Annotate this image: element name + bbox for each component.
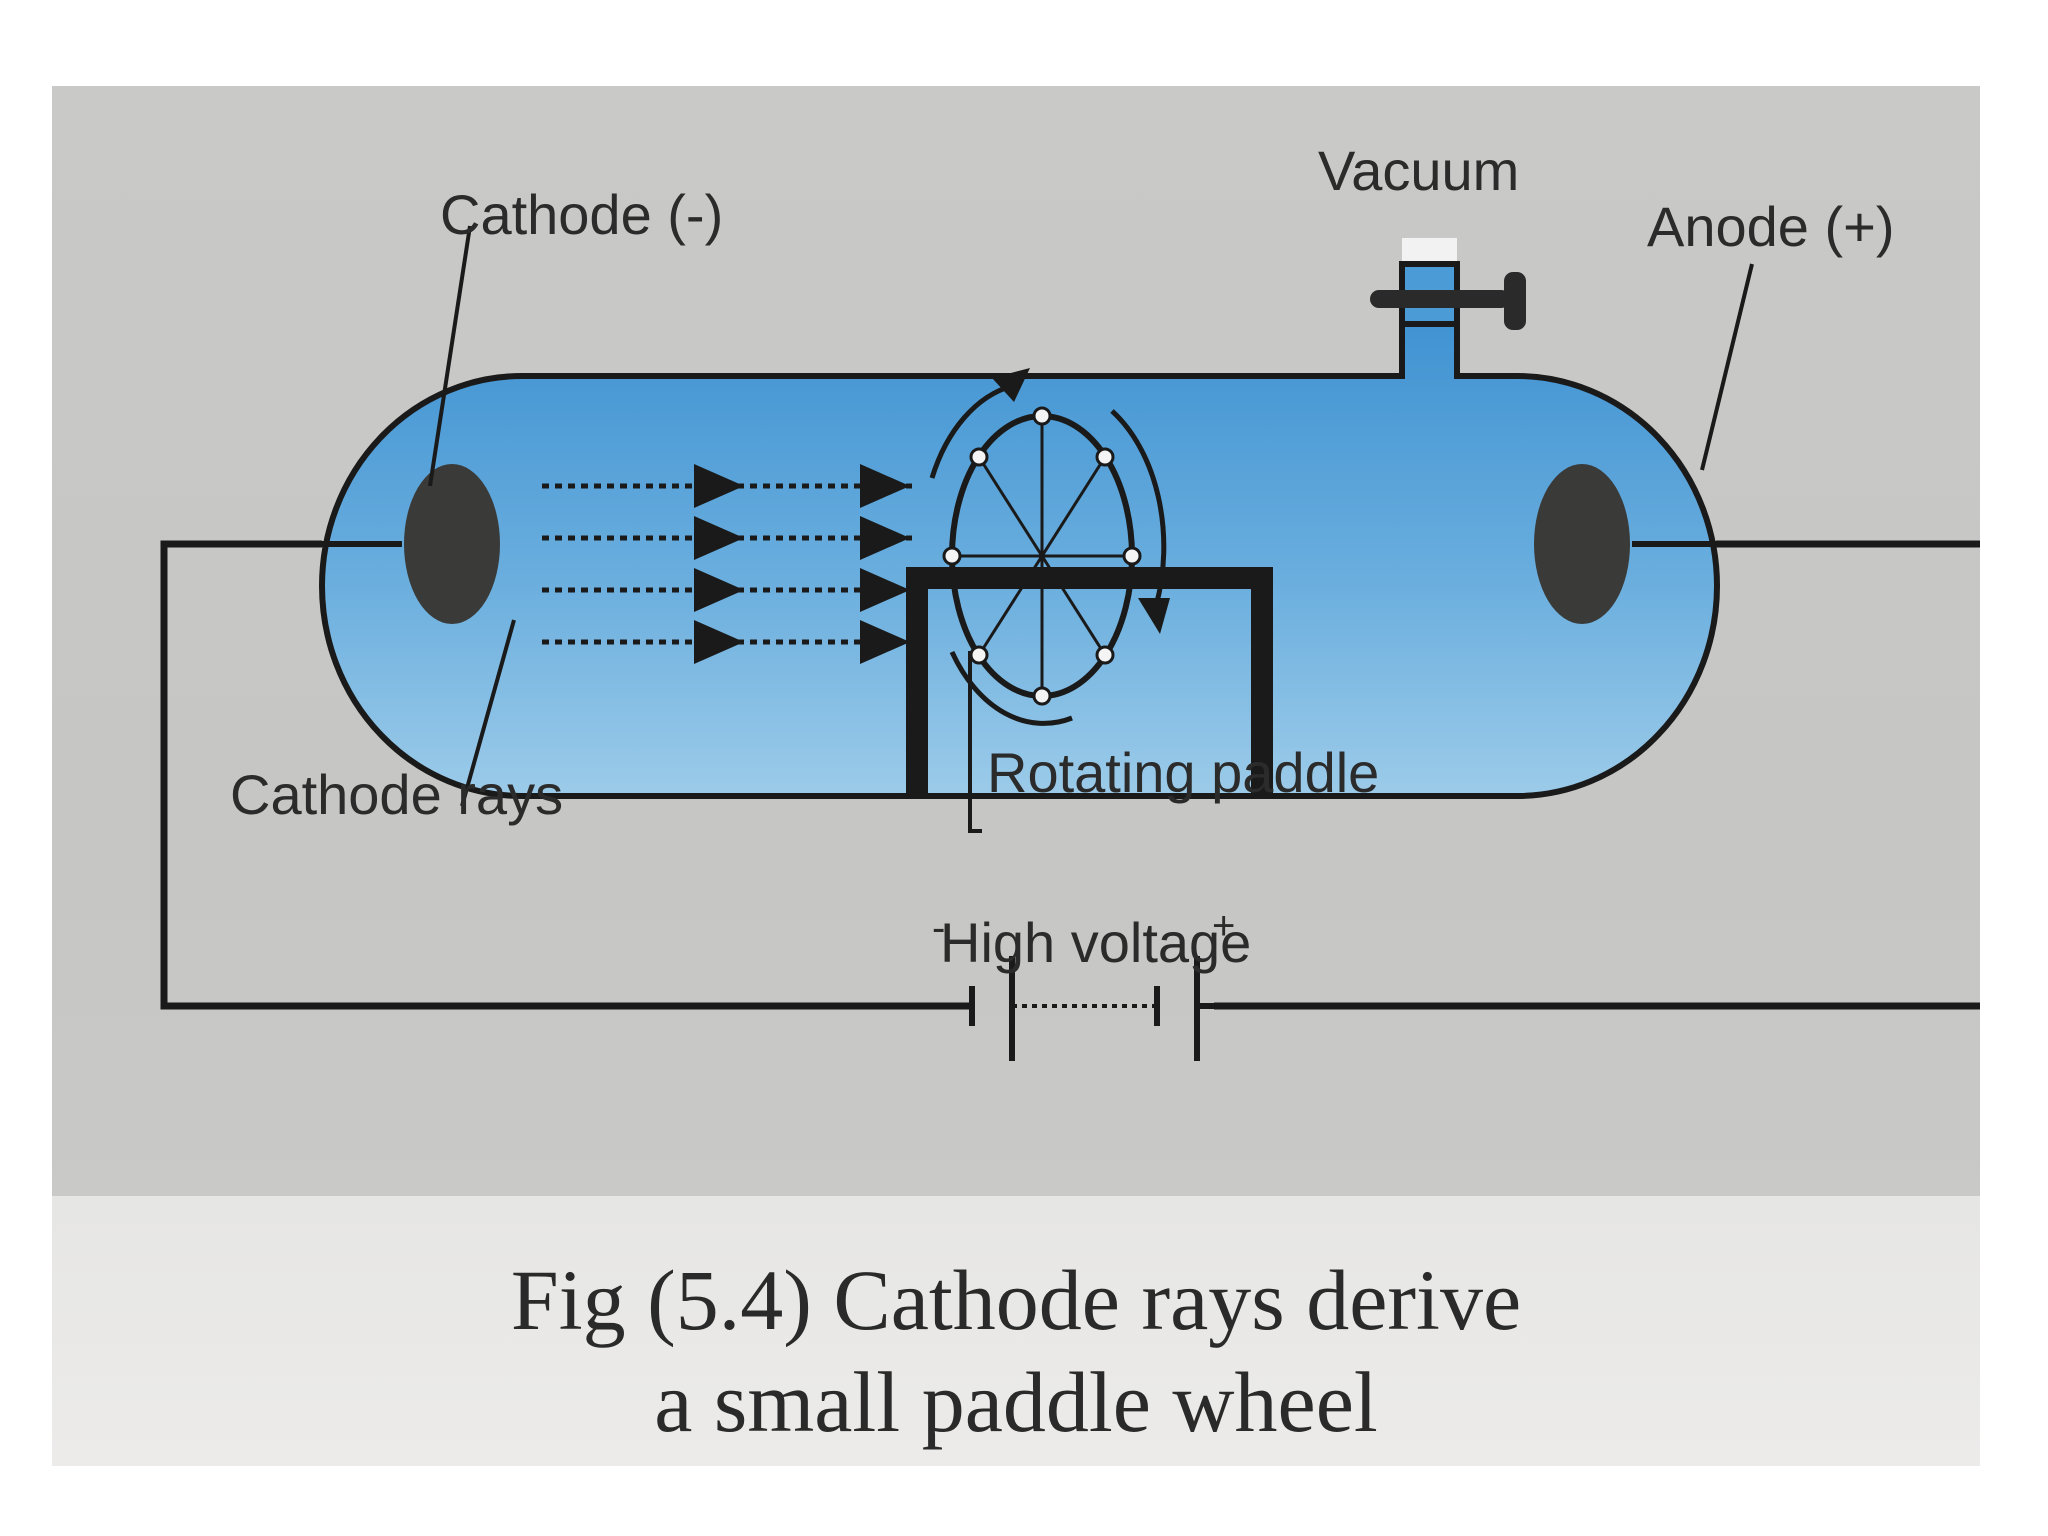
- high-voltage-label: High voltage: [940, 911, 1252, 974]
- figure-photo: Cathode (-) Vacuum Anode (+) Cathode ray…: [52, 86, 1980, 1466]
- figure-caption-line-2: a small paddle wheel: [654, 1354, 1378, 1450]
- wire-left: [160, 540, 972, 1010]
- rotating-paddle-leader: [968, 651, 982, 833]
- anode-leader: [1700, 263, 1754, 471]
- caption-band: [52, 1196, 1980, 1466]
- cathode-leader: [428, 225, 472, 487]
- leader-lines: [428, 225, 1754, 807]
- anode-label: Anode (+): [1647, 195, 1895, 258]
- anode-electrode: [1534, 464, 1718, 624]
- rotating-paddle-label: Rotating paddle: [987, 741, 1380, 804]
- battery-plus-label: +: [1212, 904, 1236, 948]
- cathode-electrode: [320, 464, 500, 624]
- paddle-wheel: [929, 368, 1170, 726]
- vacuum-label: Vacuum: [1318, 139, 1520, 202]
- battery-minus-label: -: [932, 906, 946, 950]
- figure-caption-line-1: Fig (5.4) Cathode rays derive: [510, 1252, 1522, 1348]
- cathode-rays-leader: [460, 619, 516, 807]
- battery: [969, 956, 1214, 1061]
- ray-arrowheads: [694, 464, 910, 664]
- cathode-label: Cathode (-): [440, 183, 724, 246]
- paddle-rail: [906, 567, 1273, 796]
- circuit-wires: [160, 540, 1980, 1010]
- cathode-ray-tube-diagram: [160, 225, 1980, 1061]
- cathode-rays-label: Cathode rays: [230, 763, 564, 826]
- vacuum-valve: [1370, 238, 1526, 330]
